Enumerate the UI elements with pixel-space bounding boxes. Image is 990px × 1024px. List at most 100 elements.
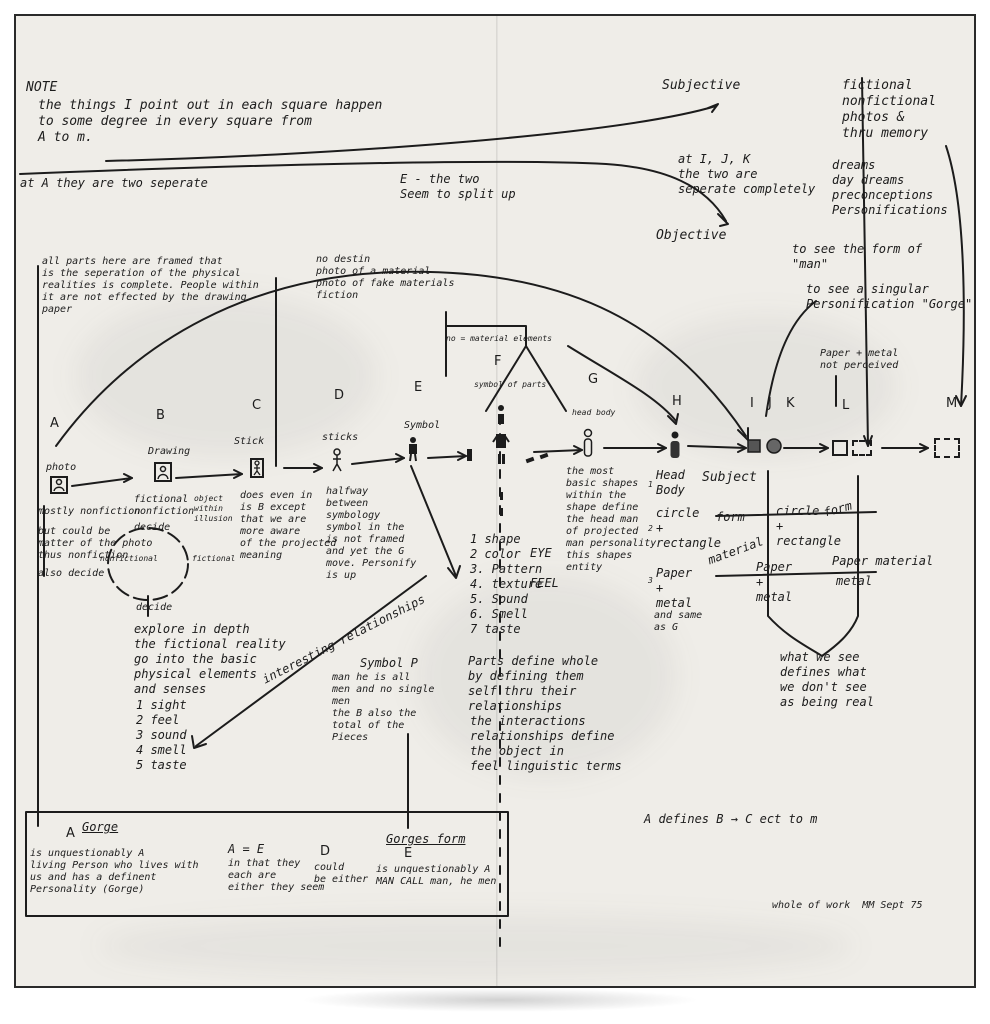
circle-right: fictional: [192, 554, 236, 563]
caption-stick: Stick: [234, 436, 265, 447]
text-fictional-b: fictional nonfiction: [134, 494, 195, 517]
letter-m: M: [946, 396, 958, 411]
center-feel: FEEL: [530, 576, 559, 590]
diagram-lines: [19, 77, 967, 957]
head-body-icon: [583, 428, 593, 457]
line-to-objective: [19, 160, 727, 222]
note-no-destin: no destin photo of a material photo of f…: [316, 254, 455, 301]
part-icon: [525, 452, 549, 464]
symbol-p-text: man he is all men and no single men the …: [332, 672, 435, 743]
note-title: NOTE: [26, 80, 58, 95]
circle-top: decide: [134, 522, 171, 533]
smudge: [636, 316, 896, 456]
letter-a: A: [50, 416, 59, 431]
right-circle-rect-2: circle + rectangle: [776, 504, 842, 548]
caption-drawing: Drawing: [148, 446, 191, 457]
box-a-text: is unquestionably A living Person who li…: [30, 848, 199, 895]
text-but-could: but could be matter of the photo thus no…: [38, 526, 153, 561]
label-subjective: Subjective: [662, 78, 741, 93]
note-paper-metal: Paper + metal not perceived: [820, 348, 899, 371]
letter-g: G: [588, 372, 599, 387]
letter-e: E: [414, 380, 423, 395]
right-head-body: Head Body: [656, 468, 685, 497]
smudge: [76, 296, 376, 456]
caption-symbol: Symbol: [404, 420, 441, 431]
l-square-solid: [832, 440, 848, 456]
box-d-text: could be either: [314, 862, 369, 885]
text-also-decide: also decide: [38, 568, 105, 579]
circle-senses: 1 sight 2 feel 3 sound 4 smell 5 taste: [136, 698, 187, 772]
note-all-parts: all parts here are framed that is the se…: [42, 256, 259, 315]
right-metal: metal: [836, 574, 873, 588]
stick-figure-icon: [253, 460, 261, 476]
circle-left: nonfictional: [100, 554, 158, 563]
letter-f: F: [494, 354, 502, 369]
figure-stick-frame: [250, 458, 264, 478]
ijk-shapes-icon: [747, 438, 782, 454]
label-fictional: fictional nonfictional photos & thru mem…: [842, 78, 936, 141]
smudge: [96, 916, 856, 976]
page-shadow: [300, 988, 700, 1012]
circle-explore: explore in depth the fictional reality g…: [134, 622, 286, 696]
label-objective: Objective: [656, 228, 727, 243]
letter-h: H: [672, 394, 682, 409]
text-object-illusion: object within illusion: [194, 494, 233, 523]
stick-figure-icon: [332, 448, 342, 472]
note-text: the things I point out in each square ha…: [38, 98, 383, 145]
letter-j: J: [768, 396, 772, 411]
center-list-items: 1 shape 2 color 3. Pattern 4. texture 5.…: [470, 532, 543, 636]
part-icon: [467, 449, 472, 461]
m-square-dashed: [934, 438, 960, 458]
note-no-material: no = material elements: [446, 334, 552, 343]
symbol-figure-icon: [409, 437, 417, 462]
caption-symbol-parts: symbol of parts: [474, 380, 547, 389]
figure-drawing-frame: [154, 462, 172, 482]
right-what-we-see: what we see defines what we don't see as…: [780, 650, 874, 709]
right-circle-rect: circle + rectangle: [656, 506, 722, 550]
label-at-a: at A they are two seperate: [20, 176, 208, 190]
smudge: [416, 576, 676, 776]
shaded-figure-icon: [670, 431, 680, 458]
caption-head-body: head body: [572, 408, 616, 417]
text-mostly-nonfiction: mostly nonfiction: [38, 506, 141, 517]
text-g: the most basic shapes within the shape d…: [566, 466, 657, 573]
center-fold: [496, 16, 498, 986]
number-1: 1: [648, 480, 653, 489]
letter-i: I: [750, 396, 754, 411]
drawing-sheet: NOTE the things I point out in each squa…: [14, 14, 976, 988]
arch-line: [55, 270, 747, 447]
letter-b: B: [156, 408, 165, 423]
box-ae: A = E: [228, 842, 265, 856]
right-paper-material: Paper material: [832, 554, 934, 568]
center-eye: EYE: [530, 546, 552, 560]
figure-photo-frame: [50, 476, 68, 494]
right-form-1: form: [716, 510, 745, 524]
note-to-see-form: to see the form of "man": [792, 242, 923, 271]
letter-k: K: [786, 396, 795, 411]
note-to-see-singular: to see a singular Personification "Gorge…: [806, 282, 973, 311]
center-interactions: the interactions relationships define th…: [470, 714, 622, 773]
caption-photo: photo: [46, 462, 77, 473]
label-ijk: at I, J, K the two are seperate complete…: [678, 152, 816, 196]
center-parts-define: Parts define whole by defining them self…: [468, 654, 599, 713]
caption-sticks: sticks: [322, 432, 359, 443]
circle-bottom: decide: [136, 602, 173, 613]
box-letter-d: D: [320, 844, 331, 859]
box-e-text: is unquestionably A MAN CALL man, he men: [376, 864, 497, 887]
box-letter-e: E: [404, 846, 413, 861]
box-ae-text: in that they each are either they seem: [228, 858, 325, 893]
right-paper-metal-2: Paper + metal: [756, 560, 793, 604]
line-to-subjective: [105, 105, 717, 162]
letter-l: L: [842, 398, 850, 413]
l-square-dashed: [852, 440, 872, 456]
exploded-figure-icon: [492, 405, 510, 516]
defines-text: A defines B → C ect to m: [644, 812, 818, 826]
letter-c: C: [252, 398, 262, 413]
person-icon: [53, 478, 65, 492]
label-e-split: E - the two Seem to split up: [400, 172, 516, 201]
box-gorge: Gorge: [82, 820, 119, 834]
right-paper-metal: Paper + metal: [656, 566, 693, 610]
signature: whole of work MM Sept 75: [772, 900, 923, 911]
person-icon: [157, 465, 169, 480]
right-same-as-g: and same as G: [654, 610, 703, 633]
